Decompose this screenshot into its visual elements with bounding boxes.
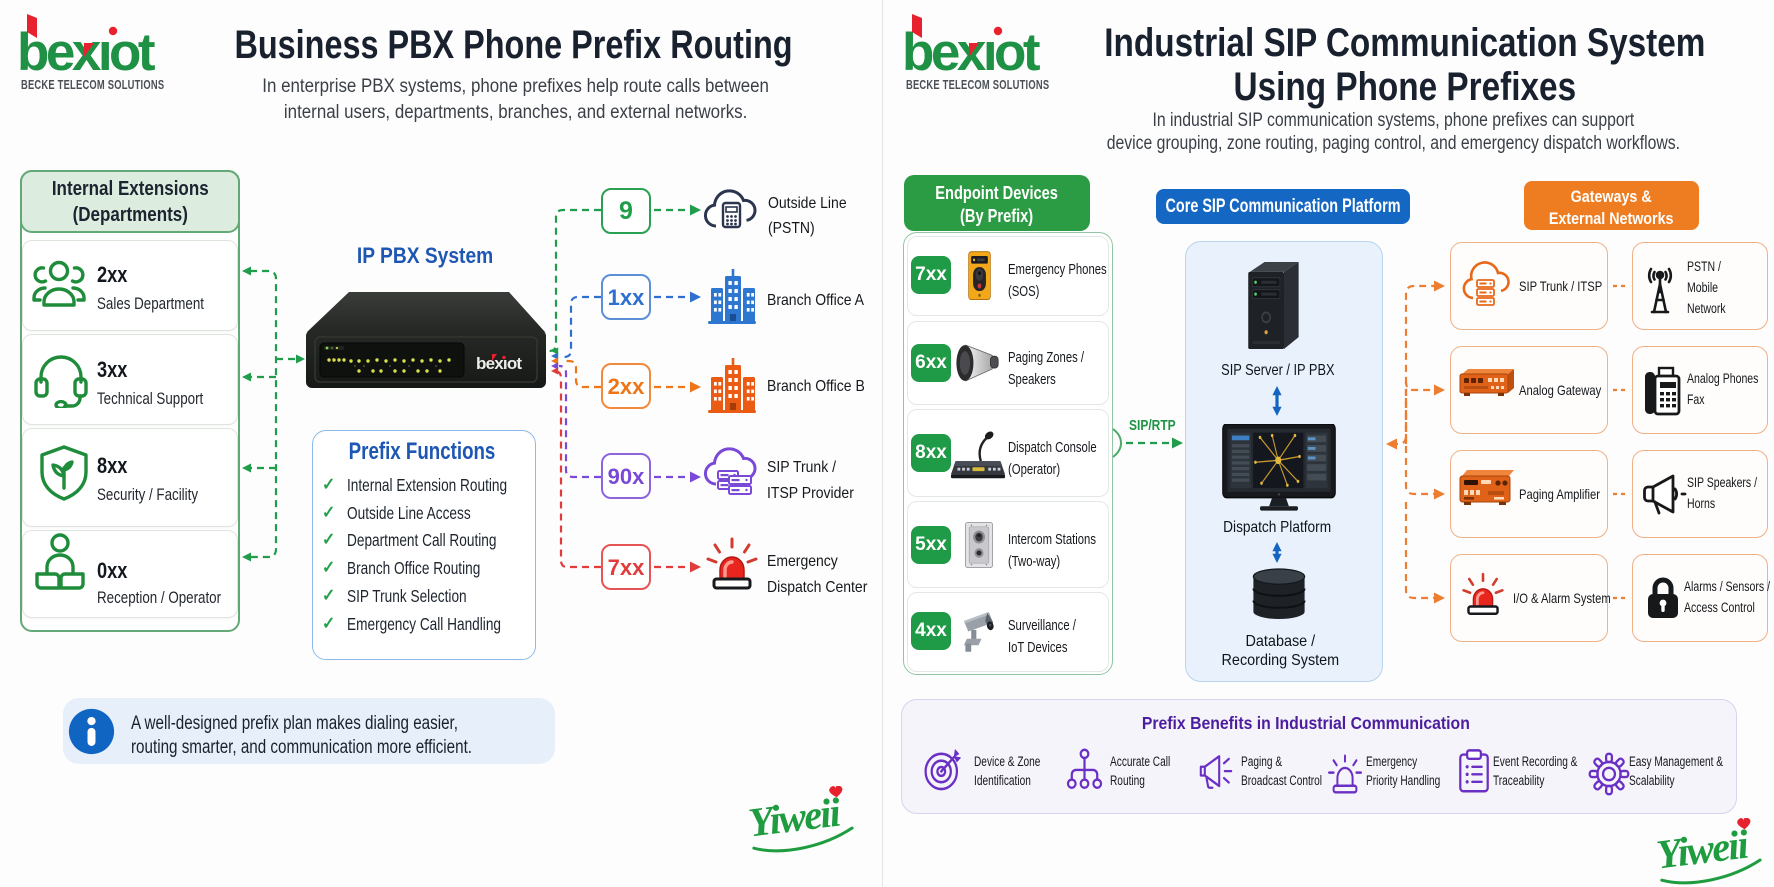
- svg-text:Yiweii: Yiweii: [747, 788, 844, 845]
- svg-text:bexıot: bexıot: [905, 23, 1040, 80]
- svg-text:bexıot: bexıot: [476, 354, 522, 373]
- svg-text:Yiweii: Yiweii: [1655, 820, 1752, 877]
- svg-text:bexıot: bexıot: [20, 23, 155, 80]
